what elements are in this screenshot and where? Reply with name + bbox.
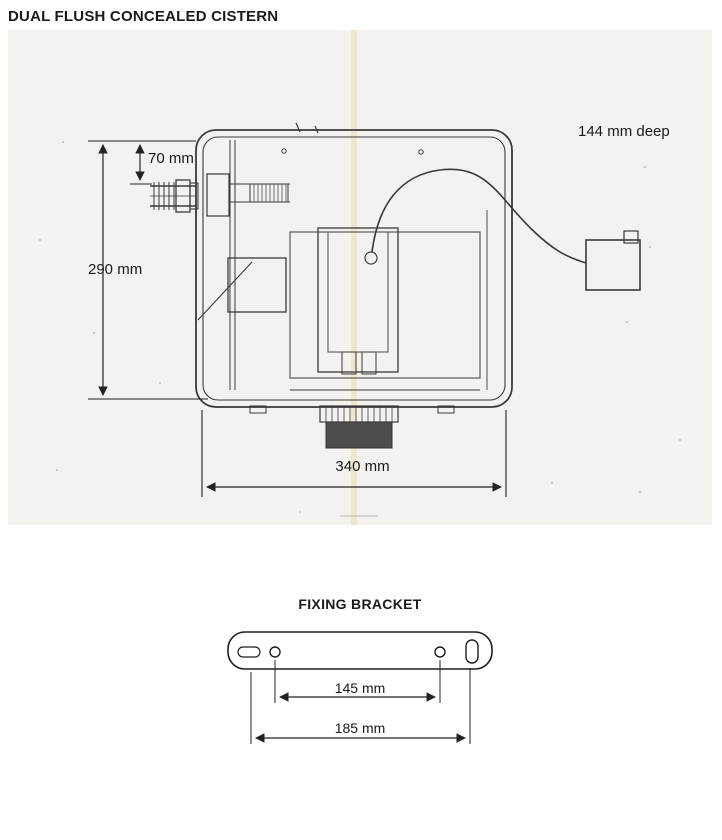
fill-valve [197,140,287,390]
flush-valve [289,210,488,391]
width-dimension-label: 340 mm [335,458,390,475]
hole-spacing-dimension-label: 145 mm [334,680,386,696]
inlet-fitting [150,173,290,217]
depth-dimension-label: 144 mm deep [578,123,670,140]
height-dimension-label: 290 mm [88,261,143,278]
actuator-box [585,230,641,291]
page-title: DUAL FLUSH CONCEALED CISTERN [8,8,279,25]
dimension-185mm [250,668,471,744]
dimension-145mm [274,660,441,703]
overall-width-dimension-label: 185 mm [334,720,386,736]
fixing-bracket [227,631,493,670]
actuator-cable [371,168,587,264]
cistern-body [195,122,513,414]
dimension-290mm [88,140,208,400]
inlet-height-dimension-label: 70 mm [148,150,194,167]
scan-artifacts [38,30,682,525]
bracket-title: FIXING BRACKET [298,596,422,612]
dimension-340mm [201,410,507,497]
dimension-70mm [130,144,152,185]
flush-outlet [319,405,399,449]
